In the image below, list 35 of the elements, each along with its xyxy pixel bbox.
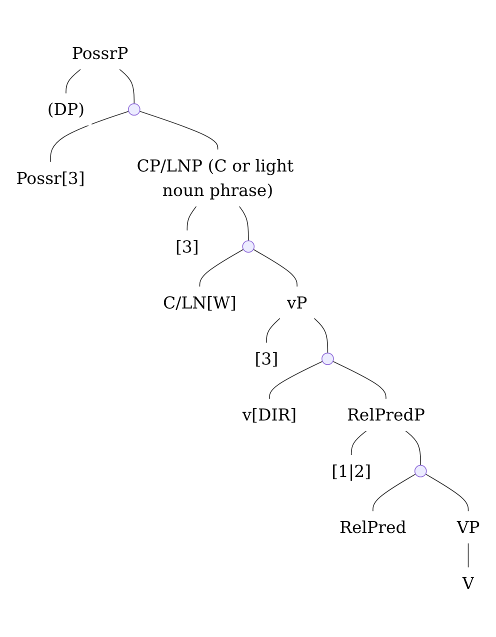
node-text: [3] — [254, 349, 278, 369]
node-text: C/LN[W] — [163, 292, 236, 313]
connector — [118, 68, 135, 104]
connector — [404, 430, 422, 466]
connector — [66, 68, 82, 94]
node-text: RelPredP — [346, 405, 425, 426]
node-point — [322, 352, 334, 366]
node-text: RelPred — [340, 517, 406, 538]
connector — [313, 318, 328, 354]
node-text: vP — [286, 292, 308, 313]
connector — [253, 249, 298, 288]
connector — [238, 206, 249, 242]
connector — [266, 318, 281, 344]
node-text: PossrP — [72, 44, 128, 64]
node-text: [1|2] — [332, 461, 372, 482]
connector — [139, 111, 218, 150]
node-text: VP — [456, 517, 480, 538]
connector — [350, 430, 368, 456]
node-point — [128, 103, 140, 116]
node-text: Possr[3] — [16, 168, 85, 188]
connector — [372, 474, 416, 512]
connector — [468, 542, 469, 568]
node-text: (DP) — [47, 100, 85, 120]
connector — [425, 474, 469, 512]
node-text: CP/LNP (C or light noun phrase) — [136, 156, 294, 200]
node-point — [414, 465, 427, 478]
node-point — [242, 240, 255, 253]
connector — [50, 111, 130, 163]
connector — [199, 249, 244, 288]
node-text: V — [462, 574, 474, 594]
node-text: v[DIR] — [242, 405, 297, 426]
connector — [186, 206, 197, 232]
node-text: [3] — [175, 236, 199, 257]
connector — [269, 361, 323, 400]
connector — [332, 361, 386, 400]
